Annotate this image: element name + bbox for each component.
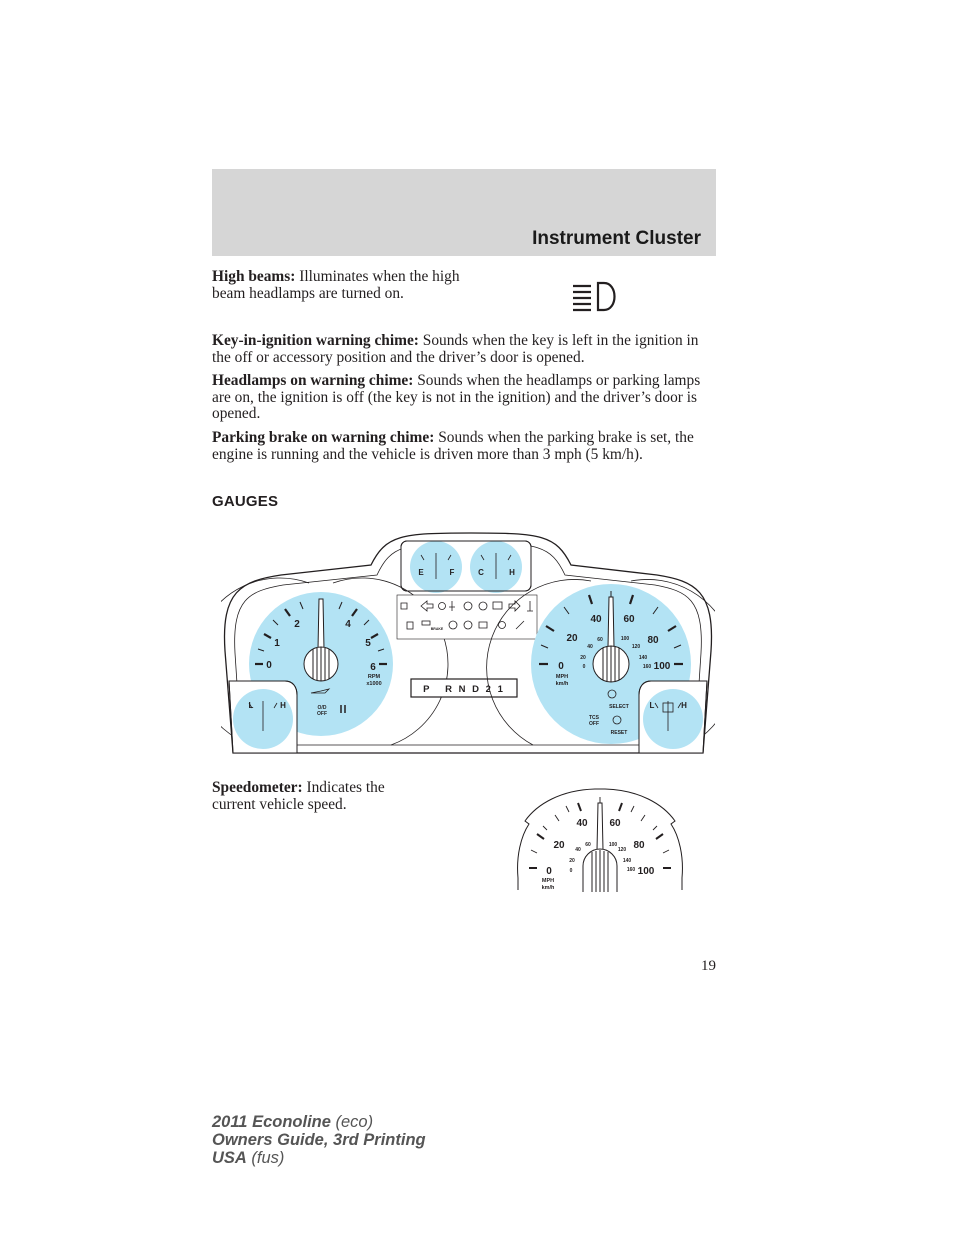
od-off-label-2: OFF — [317, 711, 327, 717]
reset-label: RESET — [611, 730, 628, 736]
speedo-fig-kmh-140: 140 — [623, 858, 632, 864]
tach-unit-x1000: x1000 — [366, 681, 381, 687]
description: Sounds when the key is left in the ignit… — [212, 332, 699, 366]
key-in-ignition-paragraph: Key-in-ignition warning chime: Sounds wh… — [212, 332, 716, 366]
high-beam-icon — [573, 281, 616, 312]
instrument-cluster-figure: E F C H 0 1 2 4 5 6 RPM x1000 O/D OFF — [221, 532, 715, 754]
term: Headlamps on warning chime: — [212, 372, 414, 389]
speedo-mph-60: 60 — [623, 614, 635, 625]
speedometer-paragraph: Speedometer: Indicates the current vehic… — [212, 779, 432, 813]
speedometer-figure: 0 20 40 60 80 100 20 40 60 100 120 140 1… — [517, 788, 683, 892]
speedo-unit-kmh: km/h — [556, 681, 569, 687]
description: Illuminates when the high beam headlamps… — [212, 268, 460, 302]
section-heading: GAUGES — [212, 493, 279, 510]
term: Speedometer: — [212, 779, 303, 796]
stability-icon — [612, 715, 622, 725]
speedo-mph-0: 0 — [558, 661, 564, 672]
term: Key-in-ignition warning chime: — [212, 332, 419, 349]
footer-line-3: USA (fus) — [212, 1149, 426, 1167]
page-number: 19 — [701, 958, 716, 974]
speedo-kmh-60: 60 — [597, 637, 603, 643]
speedo-fig-mph-0: 0 — [546, 866, 552, 877]
description: Indicates the current vehicle speed. — [212, 779, 385, 813]
select-label: SELECT — [609, 704, 629, 710]
speedo-fig-kmh-160: 160 — [627, 867, 636, 873]
od-off-label-1: O/D — [318, 705, 327, 711]
tach-label-5: 5 — [365, 638, 371, 649]
warning-lights — [400, 600, 533, 630]
footer-region: USA — [212, 1149, 247, 1167]
gear-indicator: P R N D 2 1 — [423, 684, 505, 695]
tach-needle — [303, 598, 339, 682]
speedo-mph-100: 100 — [654, 661, 671, 672]
speedo-fig-kmh-40: 40 — [575, 847, 581, 853]
speedo-kmh-160: 160 — [643, 664, 652, 670]
speedo-needle — [592, 596, 630, 683]
left-gauge-low-label: L — [249, 701, 254, 710]
right-gauge-low-label: L — [650, 701, 655, 710]
speedo-kmh-0: 0 — [583, 664, 586, 670]
tcs-off-label-2: OFF — [589, 721, 599, 727]
footer-region-code: (fus) — [246, 1149, 285, 1167]
speedo-kmh-120: 120 — [632, 644, 641, 650]
header-band: Instrument Cluster — [212, 169, 716, 256]
right-small-gauge-face — [643, 689, 703, 749]
description: Sounds when the parking brake is set, th… — [212, 429, 694, 463]
high-beams-paragraph: High beams: Illuminates when the high be… — [212, 268, 480, 302]
temp-hot-label: H — [509, 568, 515, 577]
speedo-mph-20: 20 — [566, 633, 578, 644]
cruise-icon — [607, 689, 617, 699]
speedo-fig-unit-kmh: km/h — [542, 885, 555, 891]
tach-label-4: 4 — [345, 619, 351, 630]
tach-label-1: 1 — [274, 638, 280, 649]
fuel-empty-label: E — [418, 568, 424, 577]
speedo-fig-unit-mph: MPH — [542, 878, 554, 884]
speedo-fig-kmh-60: 60 — [585, 842, 591, 848]
term: High beams: — [212, 268, 296, 285]
speedo-fig-needle — [582, 802, 618, 892]
speedo-fig-kmh-120: 120 — [618, 847, 627, 853]
speedo-fig-mph-60: 60 — [609, 818, 621, 829]
tach-unit-rpm: RPM — [368, 674, 381, 680]
speedo-kmh-100: 100 — [621, 636, 630, 642]
footer-line-1: 2011 Econoline (eco) — [212, 1113, 426, 1131]
footer-model-code: (eco) — [330, 1113, 374, 1131]
speedo-kmh-20: 20 — [580, 655, 586, 661]
parking-brake-paragraph: Parking brake on warning chime: Sounds w… — [212, 429, 716, 463]
tcs-off-label-1: TCS — [589, 715, 600, 721]
speedo-mph-80: 80 — [647, 635, 659, 646]
brake-warning-label: BRAKE — [431, 627, 444, 631]
term: Parking brake on warning chime: — [212, 429, 435, 446]
speedo-mph-40: 40 — [590, 614, 602, 625]
footer-line-2: Owners Guide, 3rd Printing — [212, 1131, 426, 1149]
description: Sounds when the headlamps or parking lam… — [212, 372, 701, 423]
left-gauge-high-label: H — [280, 701, 286, 710]
speedo-kmh-140: 140 — [639, 655, 648, 661]
speedo-fig-kmh-100: 100 — [609, 842, 618, 848]
tach-label-6: 6 — [370, 662, 376, 673]
speedo-kmh-40: 40 — [587, 644, 593, 650]
speedo-fig-kmh-20: 20 — [569, 858, 575, 864]
speedo-unit-mph: MPH — [556, 674, 568, 680]
right-gauge-high-label: H — [681, 701, 687, 710]
speedo-fig-mph-100: 100 — [638, 866, 655, 877]
speedo-fig-kmh-0: 0 — [570, 868, 573, 874]
tach-label-0: 0 — [266, 660, 272, 671]
headlamps-on-paragraph: Headlamps on warning chime: Sounds when … — [212, 372, 716, 423]
speedo-fig-mph-40: 40 — [576, 818, 588, 829]
speedo-fig-mph-80: 80 — [633, 840, 645, 851]
document-footer: 2011 Econoline (eco) Owners Guide, 3rd P… — [212, 1113, 426, 1167]
temp-cold-label: C — [478, 568, 484, 577]
oil-pressure-icon — [310, 688, 331, 694]
seatbelt-icon — [340, 705, 346, 713]
section-title: Instrument Cluster — [532, 228, 701, 249]
speedo-fig-mph-20: 20 — [553, 840, 565, 851]
footer-model: 2011 Econoline — [212, 1113, 331, 1131]
tach-label-2: 2 — [294, 619, 300, 630]
fuel-full-label: F — [450, 568, 455, 577]
